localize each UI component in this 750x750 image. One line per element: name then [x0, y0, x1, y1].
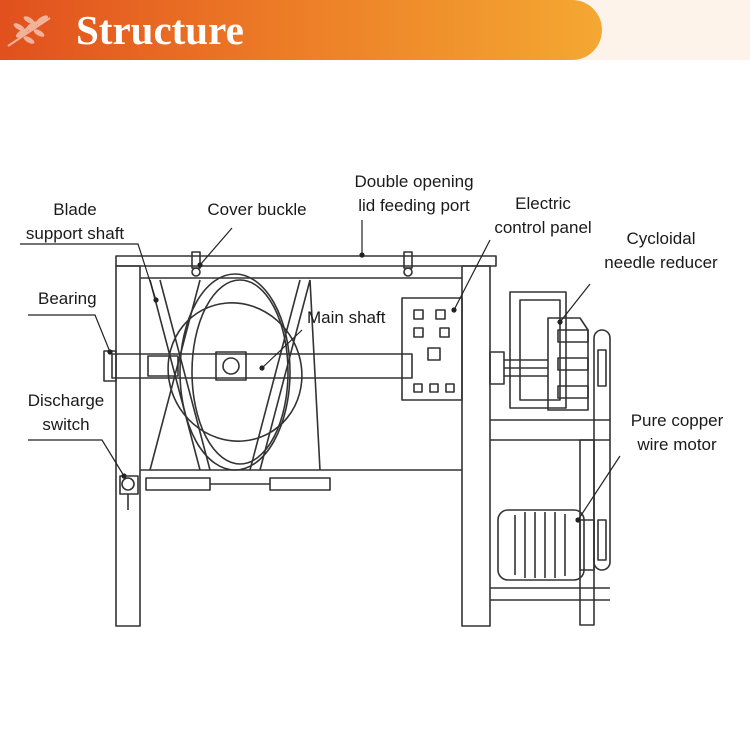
electric-control-panel [401, 297, 463, 401]
label-line: control panel [494, 218, 592, 237]
label-line: lid feeding port [358, 196, 470, 215]
label-cycloidal-needle-reducer: Cycloidal needle reducer [604, 227, 717, 275]
label-line: Cycloidal [626, 229, 696, 248]
label-line: Pure copper [630, 411, 724, 430]
label-pure-copper-wire-motor: Pure copper wire motor [631, 409, 724, 457]
label-line: Double opening [354, 172, 474, 191]
wheat-icon [7, 15, 51, 47]
label-line: switch [42, 415, 90, 434]
header-banner: Structure [0, 0, 750, 60]
label-line: Electric [515, 194, 571, 213]
label-cover-buckle: Cover buckle [207, 198, 306, 222]
pure-copper-wire-motor [497, 509, 585, 581]
title-bar [0, 0, 602, 60]
coupling [489, 351, 505, 385]
reducer-housing [509, 291, 567, 409]
label-line: Discharge [27, 391, 105, 410]
discharge-switch [121, 477, 135, 491]
label-line: Main shaft [307, 308, 386, 327]
label-electric-control-panel: Electric control panel [494, 192, 591, 240]
cycloidal-needle-reducer [547, 317, 589, 411]
right-leg [461, 265, 491, 627]
ribbon-blade-outer [179, 273, 291, 471]
label-line: wire motor [637, 435, 717, 454]
cover-buckle-left [191, 251, 201, 269]
cover-buckle-right [403, 251, 413, 269]
bearing [103, 350, 117, 382]
page-title: Structure [76, 7, 244, 53]
label-discharge-switch: Discharge switch [28, 389, 105, 437]
main-shaft [111, 353, 413, 379]
label-feeding-port: Double opening lid feeding port [354, 170, 473, 218]
label-line: Blade [53, 200, 97, 219]
label-line: Cover buckle [207, 200, 307, 219]
label-bearing: Bearing [38, 287, 97, 311]
label-line: support shaft [25, 224, 125, 243]
label-line: needle reducer [604, 253, 718, 272]
label-main-shaft: Main shaft [307, 306, 385, 330]
drive-belt [593, 329, 611, 571]
label-line: Bearing [38, 289, 97, 308]
top-rail [115, 255, 497, 267]
left-leg [115, 265, 141, 627]
label-blade-support-shaft: Blade support shaft [26, 198, 124, 246]
